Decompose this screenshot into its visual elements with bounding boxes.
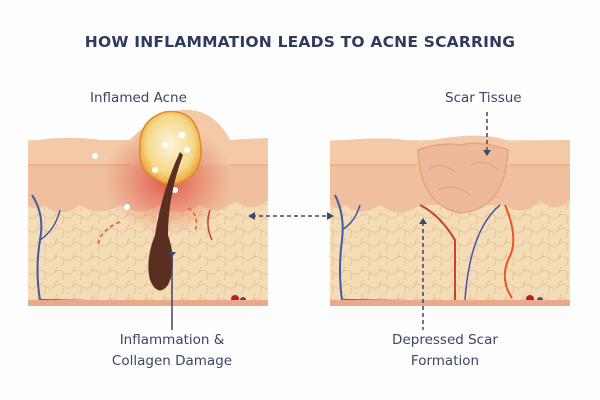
left-skin-section bbox=[28, 109, 268, 306]
label-line1: Inflammation & bbox=[119, 332, 225, 348]
label-line2: Formation bbox=[410, 353, 480, 369]
diagram-title: HOW INFLAMMATION LEADS TO ACNE SCARRING bbox=[84, 33, 516, 51]
label-scar-tissue: Scar Tissue bbox=[445, 90, 522, 106]
right-skin-section bbox=[330, 135, 570, 306]
label-depressed-scar-formation: Depressed Scar Formation bbox=[365, 330, 525, 372]
label-line1: Depressed Scar bbox=[392, 332, 498, 348]
label-inflammation-collagen-damage: Inflammation & Collagen Damage bbox=[92, 330, 252, 372]
connectors bbox=[168, 112, 491, 330]
label-inflamed-acne: Inflamed Acne bbox=[90, 90, 187, 106]
label-line2: Collagen Damage bbox=[111, 353, 233, 369]
